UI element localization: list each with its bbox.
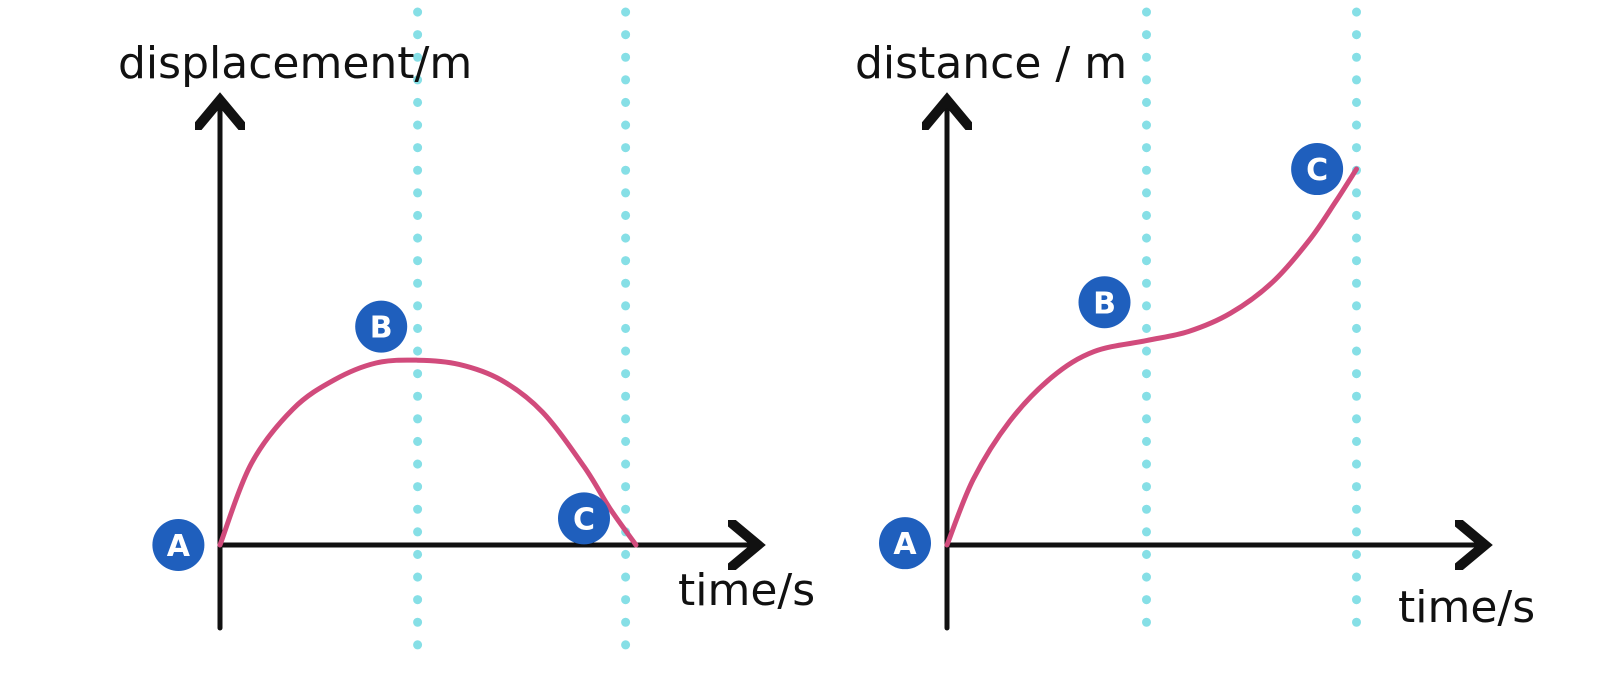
point-markers: A B C [152,300,610,571]
x-axis-title: time/s [678,565,815,616]
guide-lines [413,7,631,671]
guide-lines [1142,7,1361,630]
point-marker-c: C [558,492,610,545]
point-marker-a: A [879,517,931,570]
point-markers: A B C [879,143,1344,570]
point-label: C [1306,153,1328,188]
point-marker-circle [1291,143,1344,196]
x-axis-title: time/s [1398,582,1535,633]
point-label: C [573,502,595,537]
point-marker-circle [355,300,408,353]
distance-time-chart: A B C distance / m time/s [855,7,1535,633]
displacement-curve [217,357,639,548]
point-label: A [893,527,917,562]
point-marker-circle [152,519,205,571]
point-marker-circle [558,492,610,545]
point-marker-circle [879,517,931,570]
distance-curve [944,166,1359,548]
point-marker-b: B [1078,276,1131,329]
point-label: B [1093,286,1116,321]
point-marker-c: C [1291,143,1344,196]
y-axis-title: distance / m [855,38,1127,89]
point-label: A [167,529,191,564]
point-marker-b: B [355,300,408,353]
displacement-time-chart: A B C displacement/m time/s [118,7,815,671]
y-axis-title: displacement/m [118,38,472,89]
point-marker-circle [1078,276,1131,329]
point-label: B [370,311,393,346]
point-marker-a: A [152,519,205,571]
